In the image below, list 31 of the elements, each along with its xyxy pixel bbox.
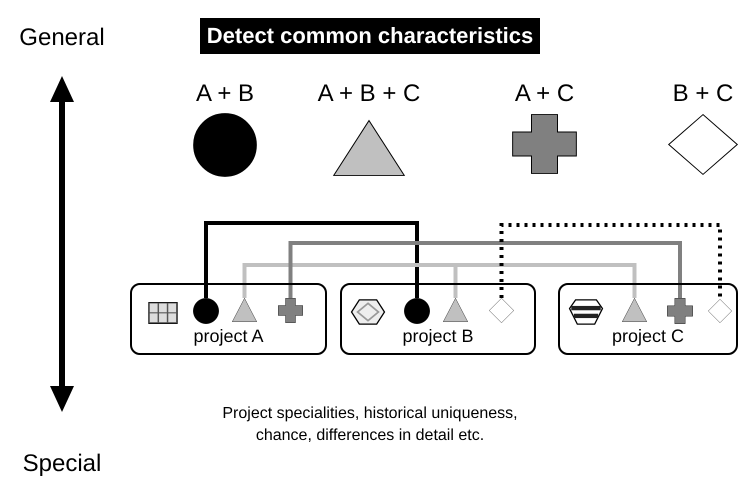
project-label: project B [401,326,475,347]
triangle-node [622,298,647,322]
shape-label: B + C [672,80,734,108]
cross-node [278,298,303,323]
diamond-node [489,298,514,323]
caption-text: Project specialities, historical uniqueness, chance, differences in detail etc. [221,404,519,446]
diamond-node [708,299,732,323]
triangle-node [333,120,405,176]
project-label: project A [192,326,265,347]
circle-node [193,113,257,177]
cross-node [667,298,693,324]
title-banner: Detect common characteristics [200,18,540,54]
cross-node [512,114,577,174]
triangle-node [443,298,468,322]
shape-label: A + B [194,80,256,108]
project-box [340,283,536,355]
axis-label: General [18,24,106,52]
project-label: project C [610,326,686,347]
shape-label: A + C [514,80,576,108]
connector-line [204,221,419,298]
connector-line [500,223,722,299]
project-box [558,283,738,355]
connector-line [288,241,682,298]
connector-line [242,263,636,298]
project-box [130,283,327,355]
circle-node [193,298,219,324]
shape-label: A + B + C [316,80,422,108]
triangle-node [232,298,257,322]
circle-node [404,298,430,324]
axis-label: Special [22,450,102,478]
diamond-node [668,114,738,175]
